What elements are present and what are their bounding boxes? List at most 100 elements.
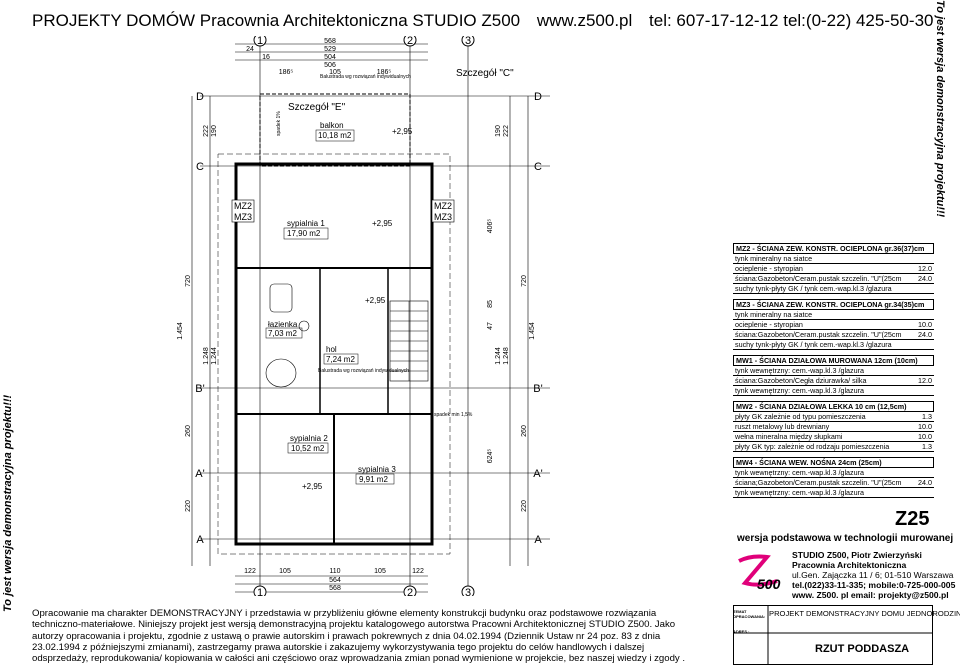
studio-web: www. Z500. pl email: projekty@z500.pl xyxy=(792,590,949,600)
dim-text: 190 xyxy=(211,125,218,137)
room-lazienka: łazienka 7,03 m2 xyxy=(265,320,303,339)
room-area: 7,03 m2 xyxy=(268,329,297,338)
legend-block: MW4 - ŚCIANA WEW. NOŚNA 24cm (25cm) tynk… xyxy=(733,457,934,498)
dim-text: 1.454 xyxy=(177,322,184,340)
dim-text: 105 xyxy=(279,568,291,575)
studio-subtitle: Pracownia Architektoniczna xyxy=(792,560,907,570)
legend-title: MW4 - ŚCIANA WEW. NOŚNA 24cm (25cm) xyxy=(733,457,934,468)
dim-text: 406⁵ xyxy=(487,219,494,234)
wall-tags-left: MZ2 MZ3 xyxy=(231,199,255,223)
legend-title: MW2 - ŚCIANA DZIAŁOWA LEKKA 10 cm (12,5c… xyxy=(733,401,934,412)
project-code: Z25 xyxy=(895,508,930,530)
header-website: www.z500.pl xyxy=(536,11,633,30)
dim-text: 1.244 xyxy=(495,347,502,365)
room-sypialnia-1: sypialnia 1 17,90 m2 xyxy=(283,219,329,240)
dim-text: 222 xyxy=(503,125,510,137)
room-name: hol xyxy=(326,345,337,354)
dim-text: 186⁵ xyxy=(279,69,294,76)
copyright-description: Opracowanie ma charakter DEMONSTRACYJNY … xyxy=(32,608,686,665)
room-area: 10,18 m2 xyxy=(318,131,352,140)
legend-title: MZ3 - ŚCIANA ZEW. KONSTR. OCIEPLONA gr.3… xyxy=(733,299,934,310)
level-mark: +2,95 xyxy=(302,482,323,491)
legend-line: ściana:Gazobeton/Ceram.pustak szczelin. … xyxy=(733,330,934,340)
svg-text:500: 500 xyxy=(757,576,781,592)
note-balustrade: Balustrada wg rozwiązań indywidualnych xyxy=(318,368,409,374)
axis-label-right: B' xyxy=(533,383,542,395)
dim-text: 506 xyxy=(324,62,336,69)
legend-line: ściana;Gazobeton/Ceram.pustak szczelin. … xyxy=(733,478,934,488)
room-name: sypialnia 2 xyxy=(290,434,328,443)
note-slope: spadek min 1,5% xyxy=(434,412,473,418)
detail-e: Szczegół "E" xyxy=(288,102,346,113)
axis-label-left: D xyxy=(196,91,204,103)
room-sypialnia-2: sypialnia 2 10,52 m2 xyxy=(287,434,328,454)
dim-text: 1.248 xyxy=(503,347,510,365)
axis-label-bottom: 2 xyxy=(407,587,413,596)
level-mark: +2,95 xyxy=(392,127,413,136)
dim-text: 105 xyxy=(329,69,341,76)
axis-label-left: A xyxy=(196,534,204,546)
room-name: sypialnia 1 xyxy=(287,219,325,228)
dim-text: 1.248 xyxy=(203,347,210,365)
room-area: 17,90 m2 xyxy=(287,229,321,238)
axis-label-top: 2 xyxy=(407,36,413,47)
legend-line: tynk mineralny na siatce xyxy=(733,254,934,264)
detail-c: Szczegół "C" xyxy=(456,68,514,79)
room-area: 9,91 m2 xyxy=(359,475,388,484)
dim-text: 24 xyxy=(246,46,254,53)
axis-label-bottom: 3 xyxy=(465,587,471,596)
axis-label-left: A' xyxy=(195,468,204,480)
version-note: wersja podstawowa w technologii murowane… xyxy=(737,533,954,544)
legend-title: MW1 - ŚCIANA DZIAŁOWA MUROWANA 12cm (10c… xyxy=(733,355,934,366)
studio-info: STUDIO Z500, Piotr Zwierzyński Pracownia… xyxy=(792,550,955,600)
room-sypialnia-3: sypialnia 3 9,91 m2 xyxy=(355,465,396,485)
wall-tag: MZ2 xyxy=(434,201,452,211)
dim-text: 529 xyxy=(324,46,336,53)
room-area: 7,24 m2 xyxy=(326,355,355,364)
legend-block: MZ3 - ŚCIANA ZEW. KONSTR. OCIEPLONA gr.3… xyxy=(733,299,934,350)
dim-text: 110 xyxy=(329,568,340,575)
axis-label-right: A xyxy=(534,534,542,546)
dim-text: 720 xyxy=(185,275,192,287)
room-name: balkon xyxy=(320,121,344,130)
level-mark: +2,95 xyxy=(365,296,386,305)
axis-label-right: D xyxy=(534,91,542,103)
dim-text: 222 xyxy=(203,125,210,137)
dim-text: 220 xyxy=(185,500,192,512)
header-phones: tel: 607-17-12-12 tel:(0-22) 425-50-30 xyxy=(649,11,934,30)
dim-text: 260 xyxy=(521,425,528,437)
wall-tag: MZ3 xyxy=(234,212,252,222)
room-hol: hol 7,24 m2 xyxy=(323,345,359,365)
axis-label-right: A' xyxy=(533,468,542,480)
dim-text: 1.454 xyxy=(529,322,536,340)
axis-side-labels: D C B' A' A D C B' A' A xyxy=(195,91,542,546)
titleblock-drawing: RZUT PODDASZA xyxy=(815,643,910,655)
dim-text: 122 xyxy=(244,568,256,575)
note-slope: spadek 1% xyxy=(276,111,282,136)
dim-text: 568 xyxy=(329,585,341,592)
room-name: sypialnia 3 xyxy=(358,465,396,474)
dim-text: 504 xyxy=(324,54,336,61)
note-balustrade: Balustrada wg rozwiązań indywidualnych xyxy=(320,74,411,80)
legend-line: ściana:Gazobeton/Ceram.pustak szczelin. … xyxy=(733,274,934,284)
dim-text: 220 xyxy=(521,500,528,512)
z500-logo-icon: 500 xyxy=(738,554,781,592)
level-mark: +2,95 xyxy=(372,219,393,228)
dim-text: 186⁵ xyxy=(377,69,392,76)
legend-line: tynk wewnętrzny: cem.-wap.kl.3 /glazura xyxy=(733,488,934,498)
legend-block: MW1 - ŚCIANA DZIAŁOWA MUROWANA 12cm (10c… xyxy=(733,355,934,396)
dim-text: 568 xyxy=(324,38,336,45)
room-name: łazienka xyxy=(268,320,298,329)
dim-text: 190 xyxy=(495,125,502,137)
studio-address: ul.Gen. Zajączka 11 / 6; 01-510 Warszawa xyxy=(792,570,954,580)
legend-line: suchy tynk-płyty GK / tynk cem.-wap.kl.3… xyxy=(733,340,934,350)
axis-label-bottom: 1 xyxy=(257,587,263,596)
axis-label-left: C xyxy=(196,161,204,173)
dim-text: 122 xyxy=(412,568,424,575)
dim-text: 47 xyxy=(487,322,494,330)
axis-label-top: 1 xyxy=(257,36,263,47)
dim-text: 624⁵ xyxy=(487,449,494,464)
